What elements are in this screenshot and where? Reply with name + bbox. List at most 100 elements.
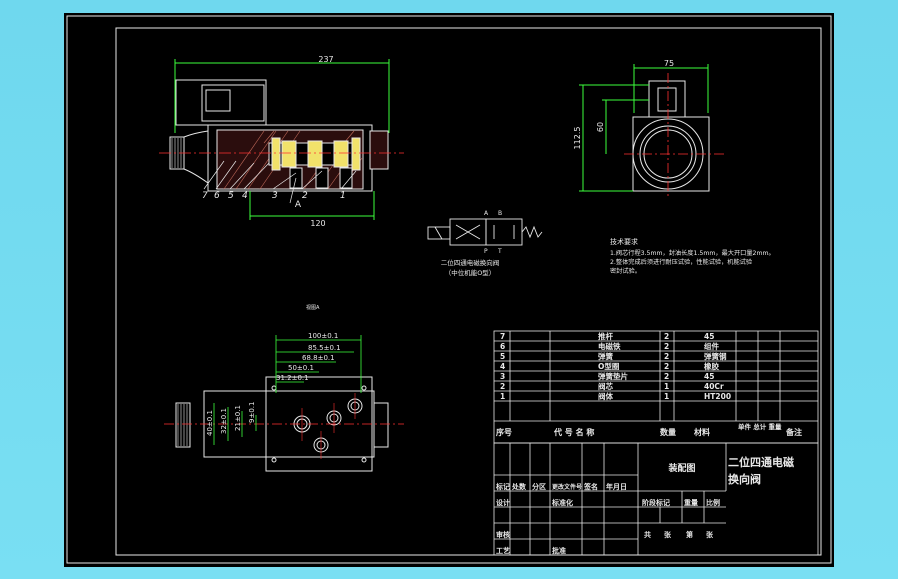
tb-stage-0: 阶段标记 <box>642 498 670 507</box>
bom-cell-no: 1 <box>500 392 505 401</box>
bom-cell-material: 组件 <box>704 341 719 351</box>
dim-68-8: 68.8±0.1 <box>302 354 335 362</box>
bom-cell-no: 7 <box>500 332 505 341</box>
valve-symbol <box>427 218 543 246</box>
dim-85-5: 85.5±0.1 <box>308 344 341 352</box>
callout-7: 7 <box>202 191 208 201</box>
callout-3: 3 <box>272 191 278 201</box>
bom-header-material: 材料 <box>694 427 710 437</box>
dim-side-height-port: 60 <box>596 122 605 132</box>
title-block-labels: 标记 设计 审核 工艺 处数 分区 更改文件号 签名 年月日 标准化 批准 阶段… <box>495 482 720 555</box>
port-p-label: P <box>484 248 488 255</box>
bom-cell-material: HT200 <box>704 392 731 401</box>
bom-cell-qty: 2 <box>664 372 669 381</box>
tb-field-1: 分区 <box>532 482 546 491</box>
callout-5: 5 <box>228 191 234 201</box>
tb-sheet-1: 张 <box>664 530 672 539</box>
drawing-canvas: 237 120 A 7 6 5 4 3 2 1 75 112.5 60 <box>64 13 834 567</box>
bom-cell-material: 橡胶 <box>704 361 719 371</box>
title-block <box>493 442 819 556</box>
dim-width-top: 237 <box>318 55 333 64</box>
tb-stage-2: 比例 <box>706 498 720 507</box>
bom-cell-material: 45 <box>704 332 714 341</box>
drawing-title-2: 换向阀 <box>728 472 761 486</box>
callout-4: 4 <box>242 191 248 201</box>
callout-6: 6 <box>214 191 220 201</box>
bom-cell-qty: 2 <box>664 352 669 361</box>
bom-header-name: 代 号 名 称 <box>553 427 594 437</box>
section-label-a: A <box>295 200 302 210</box>
part-callouts: 7 6 5 4 3 2 1 <box>202 191 346 201</box>
bom-cell-material: 45 <box>704 372 714 381</box>
tb-label-2: 审核 <box>496 530 510 539</box>
bom-header: 序号 代 号 名 称 数量 材料 单件 总计 重量 备注 <box>496 422 802 437</box>
bom-header-remark: 备注 <box>785 427 802 437</box>
bom-cell-qty: 2 <box>664 362 669 371</box>
dim-50: 50±0.1 <box>288 364 314 372</box>
bom-header-no: 序号 <box>496 427 512 437</box>
bom-cell-name: 弹簧 <box>598 351 613 361</box>
bom-cell-no: 5 <box>500 352 505 361</box>
tech-line-3: 密封试验。 <box>610 267 641 275</box>
tb-std-0: 标准化 <box>551 498 573 507</box>
view-a-label: 视图A <box>306 304 320 311</box>
bottom-dims-horizontal: 100±0.1 85.5±0.1 68.8±0.1 50±0.1 31.2±0.… <box>276 332 341 382</box>
tb-stage-1: 重量 <box>684 498 698 507</box>
callout-2: 2 <box>302 191 308 201</box>
bom-cell-no: 3 <box>500 372 505 381</box>
side-view <box>579 64 724 198</box>
tb-field-4: 年月日 <box>606 482 627 491</box>
bom-cell-no: 6 <box>500 342 505 351</box>
bom-cell-qty: 2 <box>664 342 669 351</box>
cad-drawing: 237 120 A 7 6 5 4 3 2 1 75 112.5 60 <box>66 15 832 564</box>
bom-cell-name: 推杆 <box>598 331 613 341</box>
port-b-label: B <box>498 210 502 217</box>
dim-v-21: 21±0.1 <box>234 405 242 431</box>
inner-frame <box>115 27 822 556</box>
dim-v-32: 32±0.1 <box>220 408 228 434</box>
drawing-title-1: 二位四通电磁 <box>728 455 794 469</box>
tb-field-3: 签名 <box>583 482 598 491</box>
bom-cell-name: O型圈 <box>598 361 620 371</box>
bom-header-weight: 单件 总计 重量 <box>738 422 782 431</box>
tb-label-0: 标记 <box>495 482 510 491</box>
tb-label-3: 工艺 <box>496 546 510 555</box>
bom-header-qty: 数量 <box>660 427 676 437</box>
bom-cell-name: 弹簧垫片 <box>598 371 628 381</box>
bom-cell-name: 电磁铁 <box>598 341 621 351</box>
tb-field-0: 处数 <box>511 482 527 491</box>
tb-sheet-0: 共 <box>644 530 651 539</box>
tb-sheet-2: 第 <box>686 530 693 539</box>
tb-sheet-3: 张 <box>706 530 714 539</box>
bom-cell-qty: 1 <box>664 392 669 401</box>
callout-1: 1 <box>340 191 346 201</box>
outer-frame <box>66 15 832 564</box>
bom-cell-no: 4 <box>500 362 505 371</box>
bom-cell-name: 阀体 <box>598 391 613 401</box>
tb-field-2: 更改文件号 <box>552 483 582 491</box>
bom-cell-material: 40Cr <box>704 382 724 391</box>
drawing-type: 装配图 <box>667 462 695 474</box>
symbol-caption-1: 二位四通电磁换向阀 <box>441 258 500 267</box>
dim-v-40: 40±0.1 <box>206 410 214 436</box>
bom-cell-no: 2 <box>500 382 505 391</box>
tech-line-1: 1.阀芯行程3.5mm，封油长度1.5mm，最大开口量2mm。 <box>610 249 775 257</box>
tech-line-2: 2.整体完成后须进行耐压试验，性能试验，机能试验 <box>610 258 753 266</box>
dim-width-body: 120 <box>310 219 325 228</box>
dim-v-9: 9±0.1 <box>248 402 256 423</box>
dim-31-2: 31.2±0.1 <box>276 374 309 382</box>
port-t-label: T <box>497 248 502 255</box>
bom-cell-material: 弹簧钢 <box>704 351 727 361</box>
tech-title: 技术要求 <box>610 237 638 246</box>
port-a-label: A <box>484 210 489 217</box>
dim-side-width: 75 <box>664 59 674 68</box>
section-view <box>159 59 404 220</box>
bom-cell-qty: 2 <box>664 332 669 341</box>
dim-side-height-total: 112.5 <box>573 127 582 150</box>
bom-cell-qty: 1 <box>664 382 669 391</box>
bom-rows: 7 推杆 2 45 6 电磁铁 2 组件 5 弹簧 2 弹簧钢 4 O型圈 2 橡胶 3 弹簧垫片 2 45 2 阀芯 1 4… <box>500 331 731 401</box>
tb-std-1: 批准 <box>552 546 566 555</box>
bottom-dims-vertical: 40±0.1 32±0.1 21±0.1 9±0.1 <box>206 402 256 436</box>
bom-cell-name: 阀芯 <box>598 381 613 391</box>
tb-label-1: 设计 <box>496 498 510 507</box>
